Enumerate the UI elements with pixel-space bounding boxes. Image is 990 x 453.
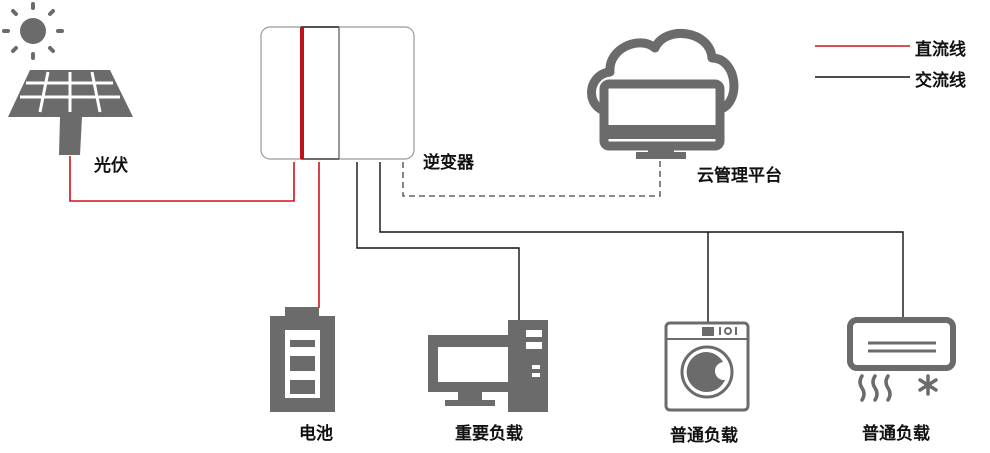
critical-load-label: 重要负载 <box>455 424 523 444</box>
air-conditioner-icon <box>847 317 956 402</box>
inverter-icon <box>260 26 415 160</box>
solar-panel-icon <box>8 70 133 155</box>
pv-label: 光伏 <box>94 156 128 176</box>
legend-ac-label: 交流线 <box>915 71 966 91</box>
washer-load-label: 普通负载 <box>670 426 738 446</box>
computer-icon <box>428 320 548 412</box>
ac-wires <box>356 162 904 323</box>
communication-line <box>402 160 661 197</box>
washing-machine-icon <box>664 321 750 412</box>
ac-load-label: 普通负载 <box>862 424 930 444</box>
cloud-platform-label: 云管理平台 <box>697 166 782 186</box>
dc-wires <box>69 156 320 308</box>
inverter-label: 逆变器 <box>423 153 474 173</box>
battery-label: 电池 <box>299 424 333 444</box>
cloud-monitor-icon <box>587 29 739 159</box>
sun-icon <box>2 2 64 60</box>
legend-dc-label: 直流线 <box>915 40 966 60</box>
battery-icon <box>270 307 335 412</box>
